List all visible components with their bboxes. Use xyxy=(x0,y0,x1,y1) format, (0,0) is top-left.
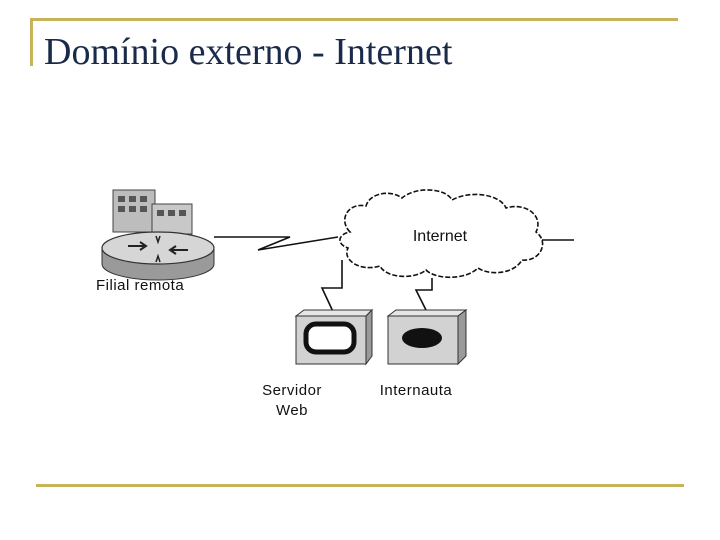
web-server-icon xyxy=(294,308,374,366)
network-diagram: Internet Filial remota Servidor Web Inte… xyxy=(96,189,574,419)
internet-cloud-label: Internet xyxy=(413,228,468,245)
branch-buildings-icon xyxy=(112,189,193,235)
branch-label: Filial remota xyxy=(96,277,184,294)
internet-cloud-icon xyxy=(339,189,544,279)
slide-title: Domínio externo - Internet xyxy=(44,31,453,73)
server-label-line1: Servidor xyxy=(262,382,322,399)
user-label: Internauta xyxy=(380,382,453,399)
server-label-line2: Web xyxy=(276,402,308,419)
bottom-rule xyxy=(36,484,684,487)
router-icon xyxy=(101,231,215,281)
server-wan-link xyxy=(320,260,343,319)
internet-user-icon xyxy=(386,309,468,366)
title-frame-horizontal xyxy=(30,18,678,21)
branch-wan-link xyxy=(214,236,339,251)
title-frame-vertical xyxy=(30,18,33,66)
